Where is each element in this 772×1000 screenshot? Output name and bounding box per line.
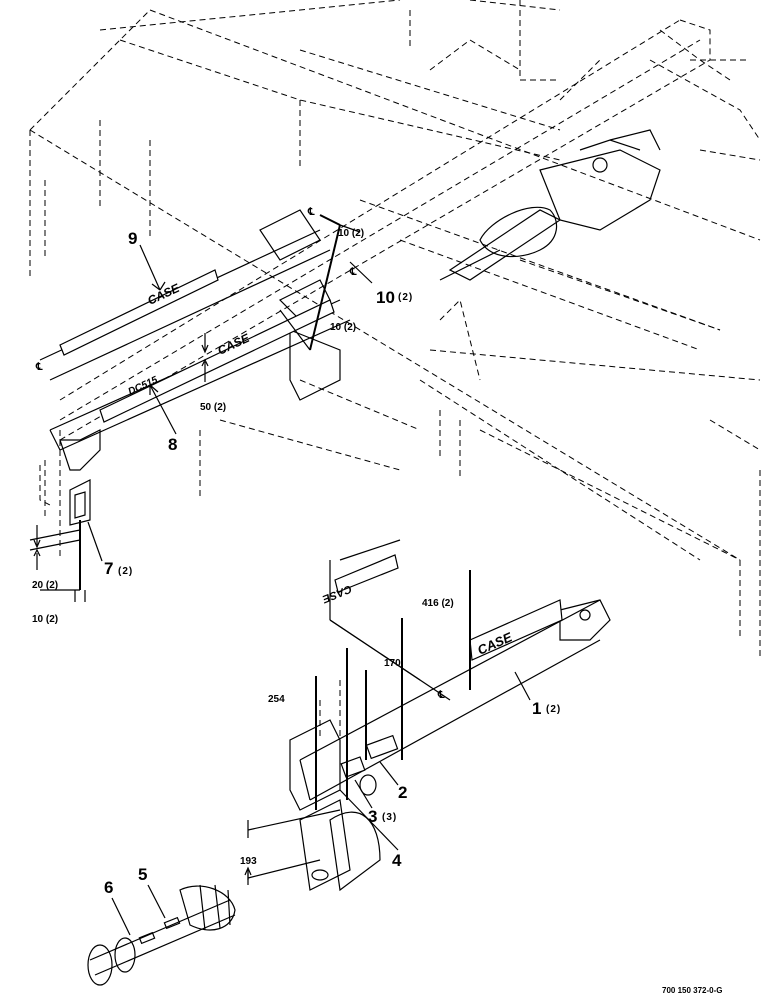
left-bracket	[29, 465, 91, 591]
dimension-10-low: 10 (2)	[32, 614, 58, 625]
reference-number: 700 150 372-0-G	[662, 986, 723, 995]
dimension-193: 193	[240, 856, 257, 867]
callout-7-qty: (2)	[118, 566, 133, 577]
callout-10-qty: (2)	[398, 292, 413, 303]
dimension-10-top: 10 (2)	[338, 228, 364, 239]
gearbox-driveline	[439, 129, 661, 281]
dimension-10-mid: 10 (2)	[330, 322, 356, 333]
dimension-50: 50 (2)	[200, 402, 226, 413]
lower-dimension-lines	[247, 648, 367, 880]
centerline-markers: ℄ ℄ ℄ ℄	[35, 207, 445, 701]
callout-10: 10	[376, 288, 395, 307]
driveshaft	[87, 884, 236, 986]
callout-4: 4	[392, 851, 402, 870]
callout-leaders	[87, 244, 531, 936]
floating-decal-panel: CASE	[320, 539, 421, 681]
main-frame-beam	[59, 19, 731, 441]
dimension-20: 20 (2)	[32, 580, 58, 591]
dimension-arrows	[33, 333, 252, 885]
callout-3-qty: (3)	[382, 812, 397, 823]
callout-9: 9	[128, 229, 137, 248]
svg-text:℄: ℄	[307, 207, 315, 218]
callout-5: 5	[138, 865, 147, 884]
callout-1: 1	[532, 699, 541, 718]
svg-text:℄: ℄	[349, 267, 357, 278]
callout-2: 2	[398, 783, 407, 802]
dim-10-upper-lines	[279, 214, 361, 351]
callout-8: 8	[168, 435, 177, 454]
svg-text:℄: ℄	[35, 362, 43, 373]
callout-6: 6	[104, 878, 113, 897]
lower-frame-beam	[289, 599, 611, 892]
dimension-416: 416 (2)	[422, 598, 454, 609]
dimension-170: 170	[384, 658, 401, 669]
svg-text:℄: ℄	[437, 690, 445, 701]
decal-2-and-3	[340, 734, 399, 796]
callout-1-qty: (2)	[546, 704, 561, 715]
machine-phantom-outline	[29, 0, 761, 660]
decal-8: CASE DC515	[99, 299, 335, 423]
dimension-254: 254	[268, 694, 285, 705]
callout-7: 7	[104, 559, 113, 578]
callout-3: 3	[368, 807, 377, 826]
